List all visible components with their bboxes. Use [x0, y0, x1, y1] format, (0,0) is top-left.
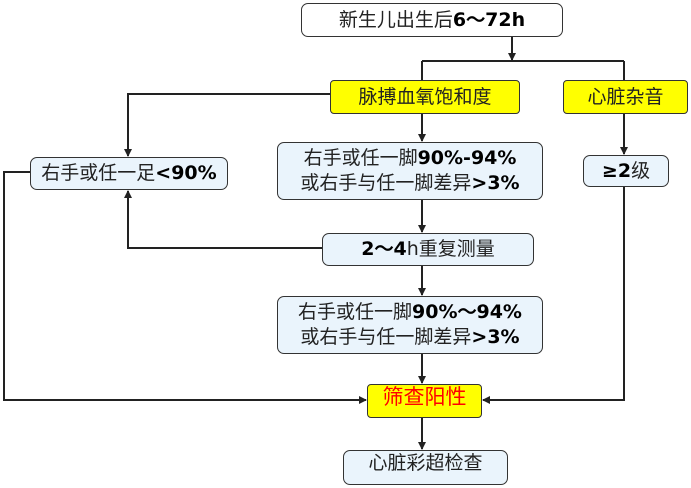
murmur-node: 心脏杂音: [563, 80, 688, 114]
spo2-text: 脉搏血氧饱和度: [358, 85, 492, 108]
range2-node: 右手或任一脚90%～94% 或右手与任一脚差异>3%: [277, 296, 543, 354]
start-text: 新生儿出生后: [338, 8, 453, 31]
range1-line2-bold: >3%: [471, 172, 520, 194]
repeat-node: 2～4h重复测量: [322, 233, 534, 266]
range2-line2-text: 或右手与任一脚差异: [300, 326, 472, 348]
range1-line2-text: 或右手与任一脚差异: [300, 172, 472, 194]
echo-text: 心脏彩超检查: [368, 452, 483, 474]
range2-line1-bold: 90%～94%: [412, 301, 522, 323]
repeat-bold: 2～4: [361, 238, 407, 260]
left-result-node: 右手或任一足<90%: [30, 157, 228, 190]
grade-bold: ≥2: [601, 159, 632, 182]
positive-node: 筛查阳性: [367, 384, 482, 418]
range2-line1-text: 右手或任一脚: [298, 301, 413, 323]
arrow-repeat-to-left: [124, 190, 322, 249]
range1-node: 右手或任一脚90%-94% 或右手与任一脚差异>3%: [277, 142, 543, 200]
left-result-bold: <90%: [155, 162, 217, 184]
start-node: 新生儿出生后6～72h: [301, 3, 563, 37]
grade-node: ≥2级: [583, 155, 669, 187]
arrow-spo2-to-left: [124, 93, 330, 157]
range1-line1-bold: 90%-94%: [417, 147, 517, 169]
positive-text: 筛查阳性: [382, 385, 467, 409]
murmur-text: 心脏杂音: [587, 85, 664, 108]
arrow-grade-to-positive: [482, 187, 625, 404]
range1-line1-text: 右手或任一脚: [303, 147, 418, 169]
start-bold: 6～72h: [452, 8, 526, 31]
spo2-node: 脉搏血氧饱和度: [330, 80, 520, 114]
grade-text: 级: [631, 159, 651, 182]
repeat-text: h重复测量: [406, 238, 495, 260]
echo-node: 心脏彩超检查: [343, 450, 508, 485]
arrow-left-to-positive: [3, 171, 367, 404]
left-result-text: 右手或任一足: [41, 162, 156, 184]
range2-line2-bold: >3%: [471, 326, 520, 348]
